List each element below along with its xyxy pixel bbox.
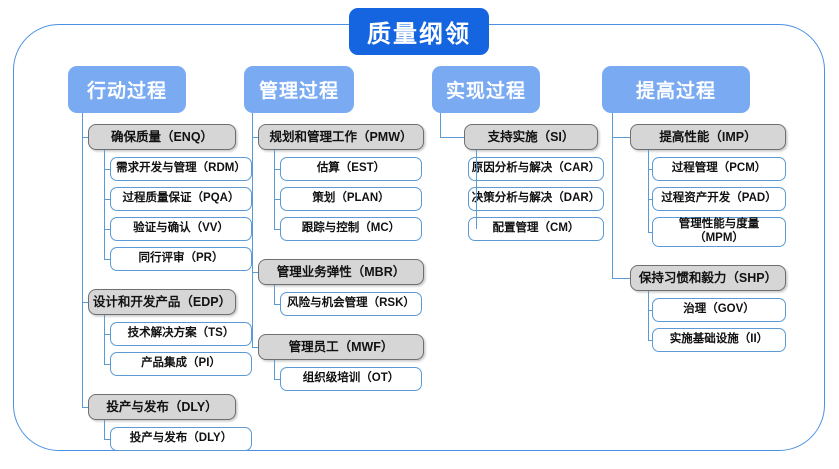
connector-group-to-leaf — [648, 232, 652, 234]
leaf-box-4-2-1[interactable]: 治理（GOV） — [652, 298, 786, 322]
connector-group-to-leaf — [648, 169, 652, 171]
connector-column-trunk-1 — [82, 113, 84, 407]
group-box-2-3[interactable]: 管理员工（MWF） — [258, 334, 424, 360]
group-box-1-1[interactable]: 确保质量（ENQ） — [88, 124, 236, 150]
connector-column-trunk-4 — [612, 113, 614, 278]
group-box-1-2[interactable]: 设计和开发产品（EDP） — [88, 289, 236, 315]
root-title-box: 质量纲领 — [349, 8, 489, 55]
column-header-4[interactable]: 提高过程 — [602, 66, 750, 113]
leaf-box-3-1-2[interactable]: 决策分析与解决（DAR） — [468, 187, 604, 211]
column-header-2[interactable]: 管理过程 — [244, 66, 354, 113]
connector-group-to-leaf — [274, 199, 280, 201]
connector-group-to-leaf — [648, 340, 652, 342]
connector-group-subtrunk — [104, 315, 106, 364]
connector-trunk-to-group — [252, 347, 258, 349]
column-header-1[interactable]: 行动过程 — [68, 66, 186, 113]
leaf-box-4-2-2[interactable]: 实施基础设施（II） — [652, 328, 786, 352]
leaf-box-1-2-2[interactable]: 产品集成（PI） — [110, 352, 252, 376]
group-box-3-1[interactable]: 支持实施（SI） — [464, 124, 598, 150]
leaf-box-2-1-3[interactable]: 跟踪与控制（MC） — [280, 217, 422, 241]
connector-trunk-to-group — [440, 137, 464, 139]
leaf-box-2-1-2[interactable]: 策划（PLAN） — [280, 187, 422, 211]
leaf-box-1-1-1[interactable]: 需求开发与管理（RDM） — [110, 157, 252, 181]
leaf-box-1-1-2[interactable]: 过程质量保证（PQA） — [110, 187, 252, 211]
connector-group-to-leaf — [274, 169, 280, 171]
group-box-4-2[interactable]: 保持习惯和毅力（SHP） — [630, 265, 786, 291]
connector-trunk-to-group — [252, 272, 258, 274]
leaf-box-3-1-1[interactable]: 原因分析与解决（CAR） — [468, 157, 604, 181]
connector-group-to-leaf — [104, 199, 110, 201]
leaf-box-2-2-1[interactable]: 风险与机会管理（RSK） — [280, 292, 422, 316]
leaf-box-1-3-1[interactable]: 投产与发布（DLY） — [110, 427, 252, 451]
connector-trunk-to-group — [82, 302, 88, 304]
connector-group-subtrunk — [476, 150, 478, 229]
connector-trunk-to-group — [612, 137, 630, 139]
group-box-2-2[interactable]: 管理业务弹性（MBR） — [258, 259, 424, 285]
connector-trunk-to-group — [82, 137, 88, 139]
leaf-box-1-1-4[interactable]: 同行评审（PR） — [110, 247, 252, 271]
connector-group-to-leaf — [274, 229, 280, 231]
leaf-box-1-2-1[interactable]: 技术解决方案（TS） — [110, 322, 252, 346]
leaf-box-3-1-3[interactable]: 配置管理（CM） — [468, 217, 604, 241]
connector-group-subtrunk — [274, 150, 276, 229]
connector-group-to-leaf — [274, 379, 280, 381]
connector-group-to-leaf — [104, 439, 110, 441]
connector-trunk-to-group — [612, 278, 630, 280]
connector-column-trunk-3 — [440, 113, 442, 137]
connector-group-to-leaf — [648, 310, 652, 312]
connector-group-to-leaf — [104, 229, 110, 231]
leaf-box-2-3-1[interactable]: 组织级培训（OT） — [280, 367, 422, 391]
connector-group-subtrunk — [104, 420, 106, 439]
connector-group-subtrunk — [104, 150, 106, 259]
connector-group-to-leaf — [104, 334, 110, 336]
connector-group-subtrunk — [274, 285, 276, 304]
leaf-box-4-1-2[interactable]: 过程资产开发（PAD） — [652, 187, 786, 211]
leaf-box-1-1-3[interactable]: 验证与确认（VV） — [110, 217, 252, 241]
connector-group-to-leaf — [104, 364, 110, 366]
connector-group-subtrunk — [274, 360, 276, 379]
connector-group-subtrunk — [648, 150, 650, 232]
connector-group-to-leaf — [104, 259, 110, 261]
group-box-1-3[interactable]: 投产与发布（DLY） — [88, 394, 236, 420]
connector-group-to-leaf — [104, 169, 110, 171]
leaf-box-4-1-1[interactable]: 过程管理（PCM） — [652, 157, 786, 181]
leaf-box-4-1-3[interactable]: 管理性能与度量（MPM） — [652, 217, 786, 247]
connector-column-trunk-2 — [252, 113, 254, 347]
group-box-2-1[interactable]: 规划和管理工作（PMW） — [258, 124, 424, 150]
connector-group-subtrunk — [648, 291, 650, 340]
connector-group-to-leaf — [274, 304, 280, 306]
connector-trunk-to-group — [252, 137, 258, 139]
leaf-box-2-1-1[interactable]: 估算（EST） — [280, 157, 422, 181]
connector-trunk-to-group — [82, 407, 88, 409]
column-header-3[interactable]: 实现过程 — [432, 66, 540, 113]
group-box-4-1[interactable]: 提高性能（IMP） — [630, 124, 786, 150]
connector-group-to-leaf — [648, 199, 652, 201]
